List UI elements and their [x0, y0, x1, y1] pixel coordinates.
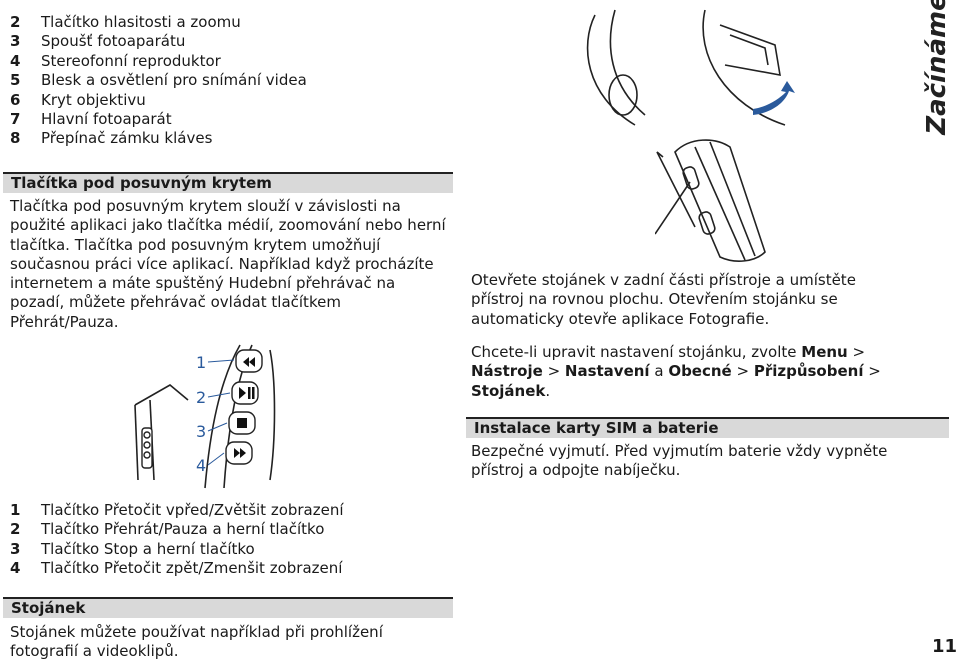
- list-item-text: Hlavní fotoaparát: [41, 110, 172, 129]
- list-item-number: 3: [10, 539, 21, 558]
- list-item-number: 4: [10, 559, 21, 578]
- top-feature-list: 2 Tlačítko hlasitosti a zoomu 3 Spoušť foto…: [10, 13, 340, 149]
- list-item: 1 Tlačítko Přetočit vpřed/Zvětšit zobraze…: [10, 501, 450, 520]
- menu-path-general: Obecné: [668, 362, 732, 381]
- path-separator: >: [863, 362, 881, 381]
- list-item: 3 Tlačítko Stop a herní tlačítko: [10, 540, 450, 559]
- sim-battery-paragraph: Bezpečné vyjmutí. Před vyjmutím baterie …: [471, 442, 888, 480]
- list-item-text: Blesk a osvětlení pro snímání videa: [41, 71, 307, 90]
- media-keys-illustration: 1 2 3 4: [134, 344, 276, 489]
- sim-battery-heading: Instalace karty SIM a baterie: [466, 417, 949, 438]
- callout-1: 1: [196, 353, 206, 372]
- menu-path-settings: Nastavení: [564, 362, 650, 381]
- list-item-number: 1: [10, 501, 21, 519]
- path-separator: >: [542, 362, 565, 381]
- menu-path-tools: Nástroje: [471, 362, 543, 381]
- stand-paragraph: Stojánek můžete používat například při p…: [10, 623, 383, 661]
- callout-2: 2: [196, 388, 206, 407]
- path-separator: >: [847, 343, 866, 361]
- side-section-title: Začínáme: [917, 0, 957, 135]
- list-item: 2 Tlačítko hlasitosti a zoomu: [10, 13, 340, 32]
- list-item-number: 7: [10, 110, 21, 129]
- settings-prefix-text: Chcete-li upravit nastavení stojánku, zv…: [471, 343, 802, 361]
- callout-4: 4: [196, 456, 206, 475]
- list-item-text: Kryt objektivu: [41, 90, 146, 109]
- menu-path-personalization: Přizpůsobení: [753, 362, 864, 381]
- list-item-text: Stereofonní reproduktor: [41, 51, 221, 70]
- list-item: 8 Přepínač zámku kláves: [10, 129, 340, 148]
- side-keys: [141, 427, 153, 469]
- list-item-number: 4: [10, 51, 21, 70]
- list-item-number: 5: [10, 71, 21, 90]
- list-item: 3 Spoušť fotoaparátu: [10, 32, 340, 51]
- path-and: a: [649, 362, 669, 381]
- stand-settings-path: Chcete-li upravit nastavení stojánku, zv…: [471, 343, 901, 401]
- list-item-number: 6: [10, 90, 21, 109]
- list-item-text: Spoušť fotoaparátu: [41, 32, 186, 51]
- menu-path-stand: Stojánek: [471, 381, 546, 400]
- list-item-number: 2: [10, 520, 21, 539]
- list-item-text: Tlačítko Přetočit zpět/Zmenšit zobrazení: [41, 559, 343, 578]
- list-item-text: Přepínač zámku kláves: [41, 129, 213, 148]
- list-item: 4 Tlačítko Přetočit zpět/Zmenšit zobrazen…: [10, 559, 450, 578]
- list-item-text: Tlačítko Stop a herní tlačítko: [41, 539, 255, 558]
- stand-side-illustration: [655, 139, 766, 262]
- media-keys-paragraph: Tlačítka pod posuvným krytem slouží v zá…: [10, 197, 446, 331]
- menu-path-menu: Menu: [801, 343, 848, 361]
- media-key-icons: [225, 349, 263, 465]
- side-title-text: Začínáme: [922, 0, 952, 135]
- callout-3: 3: [196, 422, 206, 441]
- page-number: 11: [932, 636, 958, 657]
- list-item-number: 3: [10, 32, 21, 51]
- list-item: 6 Kryt objektivu: [10, 91, 340, 110]
- list-item-text: Tlačítko Přetočit vpřed/Zvětšit zobrazen…: [41, 501, 344, 519]
- media-keys-list: 1 Tlačítko Přetočit vpřed/Zvětšit zobraze…: [10, 501, 450, 579]
- list-item: 4 Stereofonní reproduktor: [10, 52, 340, 71]
- path-end: .: [545, 381, 551, 400]
- stand-instructions: Otevřete stojánek v zadní části přístroj…: [471, 271, 856, 328]
- list-item-text: Tlačítko Přehrát/Pauza a herní tlačítko: [41, 520, 325, 539]
- path-separator: >: [731, 362, 754, 381]
- stand-heading: Stojánek: [3, 597, 453, 618]
- list-item: 5 Blesk a osvětlení pro snímání videa: [10, 71, 340, 90]
- media-keys-heading: Tlačítka pod posuvným krytem: [3, 172, 453, 193]
- list-item: 2 Tlačítko Přehrát/Pauza a herní tlačítko: [10, 520, 450, 539]
- list-item-text: Tlačítko hlasitosti a zoomu: [41, 13, 241, 31]
- stand-open-illustration: [586, 9, 795, 126]
- arrow-up-icon: [753, 81, 795, 115]
- list-item-number: 8: [10, 129, 21, 148]
- list-item-number: 2: [10, 13, 21, 31]
- list-item: 7 Hlavní fotoaparát: [10, 110, 340, 129]
